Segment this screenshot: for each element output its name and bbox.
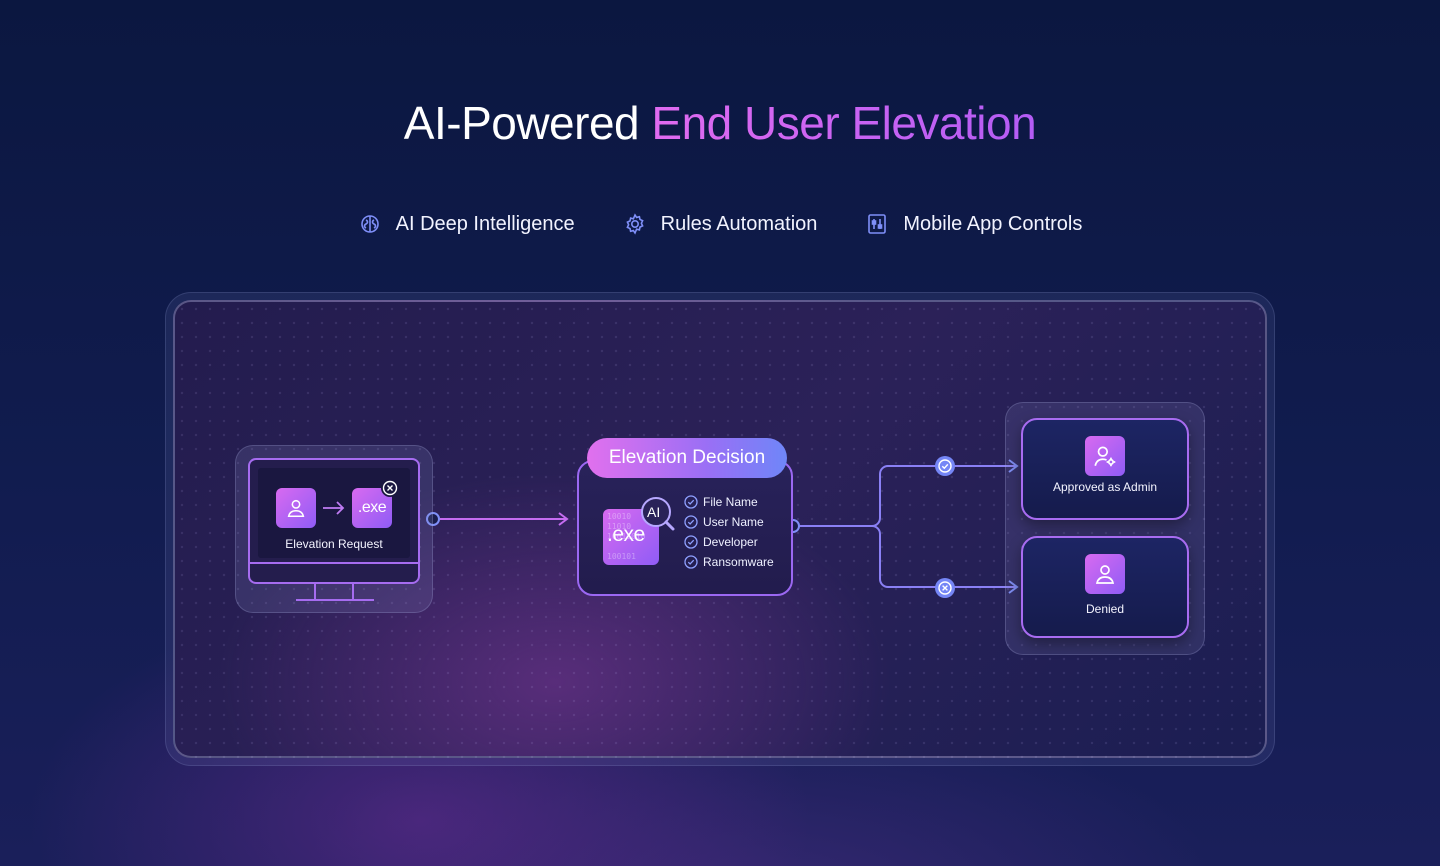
check-item: User Name	[684, 512, 774, 532]
blocked-x-icon	[381, 479, 399, 497]
decision-title: Elevation Decision	[608, 447, 766, 468]
title-highlight: End User Elevation	[651, 97, 1037, 149]
request-monitor: .exe Elevation Request	[248, 458, 420, 584]
ai-magnifier-icon	[641, 497, 675, 531]
feature-label: Mobile App Controls	[903, 212, 1083, 235]
ai-badge: AI	[647, 504, 661, 520]
gear-icon	[625, 213, 644, 235]
decision-checklist: File Name User Name Developer Ransomware	[684, 492, 774, 572]
monitor-stand	[314, 584, 316, 600]
check-circle-icon	[684, 495, 698, 509]
monitor-stand	[352, 584, 354, 600]
feature-rules-automation: Rules Automation	[623, 212, 818, 236]
outcome-label: Denied	[1085, 602, 1125, 616]
title-prefix: AI-Powered	[403, 97, 640, 149]
exe-label: .exe	[357, 499, 387, 516]
user-tile	[276, 488, 316, 528]
check-item: Ransomware	[684, 552, 774, 572]
outcome-approved: Approved as Admin	[1021, 418, 1189, 520]
brain-icon	[360, 215, 379, 233]
request-label: Elevation Request	[285, 537, 383, 551]
check-item: Developer	[684, 532, 774, 552]
user-tile	[1085, 554, 1125, 594]
check-circle-icon	[684, 535, 698, 549]
check-circle-icon	[684, 515, 698, 529]
feature-label: AI Deep Intelligence	[395, 212, 575, 235]
arrow-right-icon	[323, 501, 345, 515]
monitor-stand-base	[296, 599, 374, 601]
check-circle-icon	[684, 555, 698, 569]
feature-mobile-app-controls: Mobile App Controls	[865, 212, 1082, 236]
outcome-denied: Denied	[1021, 536, 1189, 638]
decision-card: 10010 11010 10011010 100101 .exe AI	[577, 460, 793, 596]
check-item: File Name	[684, 492, 774, 512]
feature-ai-deep-intelligence: AI Deep Intelligence	[358, 212, 575, 236]
decision-title-pill: Elevation Decision	[587, 438, 787, 478]
monitor-chin	[250, 562, 418, 582]
user-icon	[287, 499, 305, 518]
user-admin-tile	[1085, 436, 1125, 476]
sliders-icon	[868, 214, 887, 234]
user-admin-icon	[1094, 446, 1116, 467]
feature-list: AI Deep Intelligence Rules Automation Mo…	[0, 212, 1440, 236]
user-icon	[1095, 565, 1115, 584]
exe-label: .exe	[607, 523, 645, 546]
page-title: AI-Powered End User Elevation	[0, 96, 1440, 150]
feature-label: Rules Automation	[660, 212, 818, 235]
outcome-label: Approved as Admin	[1052, 480, 1158, 494]
binary-pattern: 10010 11010 10011010 100101	[607, 512, 646, 561]
monitor-screen: .exe Elevation Request	[258, 468, 410, 558]
